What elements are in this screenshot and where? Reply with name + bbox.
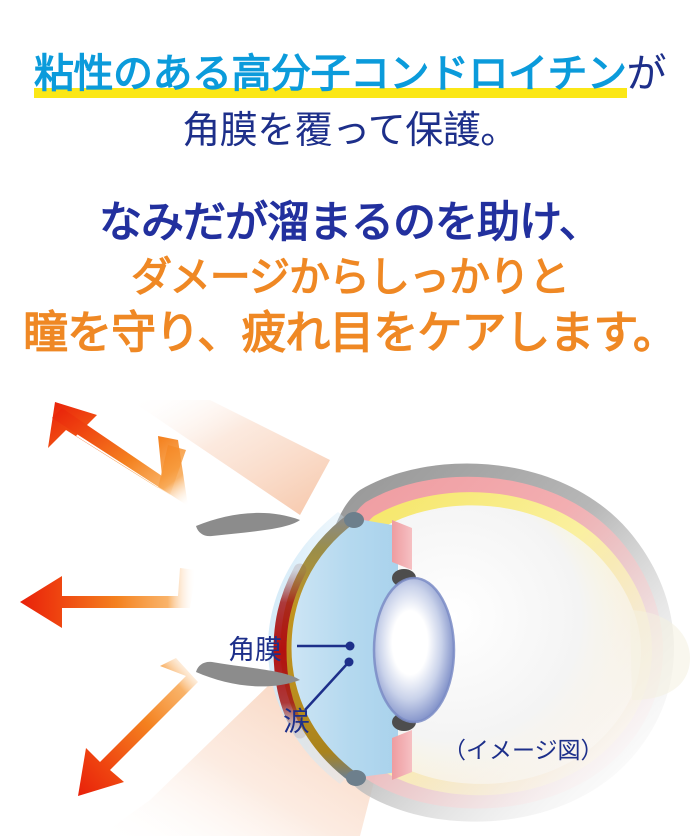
damage-arrow-lower-left	[78, 658, 198, 796]
headline-secondary-line-2: ダメージからしっかりと	[131, 254, 570, 300]
headline-secondary-line-1: なみだが溜まるのを助け、	[99, 199, 602, 247]
eyelid-shapes	[196, 512, 300, 687]
tear-leader-dot	[344, 657, 354, 667]
damage-arrow-upper-left	[48, 402, 188, 506]
damage-arrow-left	[20, 568, 196, 628]
eye-diagram-illustration	[0, 400, 700, 836]
diagram-leader-lines	[297, 641, 355, 711]
anterior-segment	[268, 512, 456, 786]
headline-secondary: なみだが溜まるのを助け、 ダメージからしっかりと 瞳を守り、疲れ目をケアします。	[0, 196, 700, 362]
tear-leader-line	[304, 663, 348, 711]
damage-arrows	[20, 402, 198, 796]
headline-particle-ga: が	[626, 52, 667, 96]
headline-secondary-line-3: 瞳を守り、疲れ目をケアします。	[23, 307, 678, 358]
label-tear: 涙	[283, 707, 310, 737]
headline-primary-line-1: 粘性のある高分子コンドロイチンが	[0, 48, 700, 100]
headline-primary: 粘性のある高分子コンドロイチンが 角膜を覆って保護。	[0, 48, 700, 156]
headline-highlighted-text: 粘性のある高分子コンドロイチン	[34, 52, 627, 98]
label-cornea: 角膜	[228, 635, 282, 665]
cornea-leader-dot	[345, 641, 355, 651]
caption-image-diagram: （イメージ図）	[443, 737, 604, 763]
headline-primary-line-2: 角膜を覆って保護。	[182, 110, 518, 152]
